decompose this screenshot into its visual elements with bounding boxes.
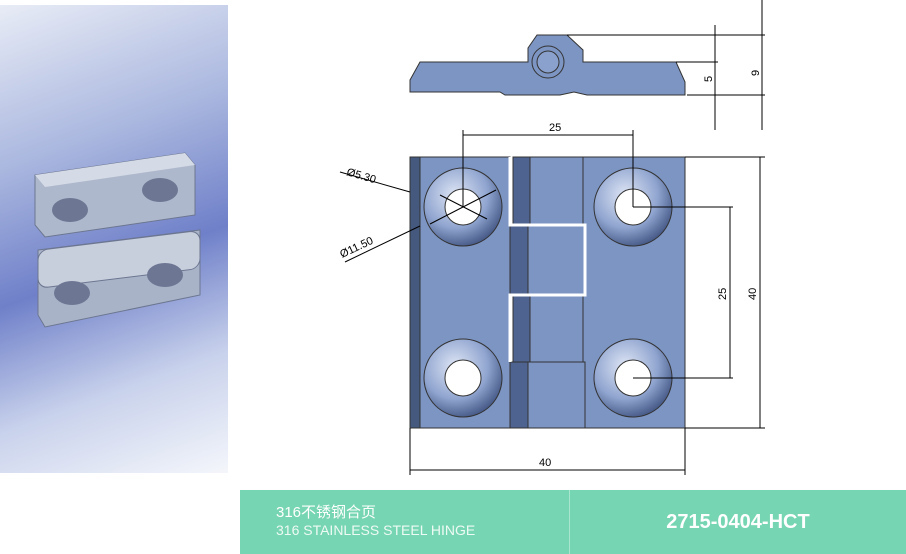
part-number: 2715-0404-HCT [666,510,810,533]
dim-hole-spacing-h: 25 [549,122,561,134]
product-title: 316不锈钢合页 316 STAINLESS STEEL HINGE [240,490,570,554]
technical-drawing: 5 9 [338,0,765,475]
hinge-3d-render [34,152,201,328]
dim-height: 40 [747,288,759,300]
dim-width: 40 [539,457,551,469]
front-view [409,156,686,429]
mounting-hole [423,338,503,418]
dim-hole-spacing-v: 25 [717,288,729,300]
dim-knuckle-height: 5 [703,76,715,82]
product-banner: 316不锈钢合页 316 STAINLESS STEEL HINGE 2715-… [240,490,906,554]
side-view [409,34,686,96]
product-photo [0,5,228,473]
side-dimensions [567,0,765,130]
front-dimensions [339,130,765,475]
dim-hole-diameter: Ø5.30 [345,166,377,186]
title-cn: 316不锈钢合页 [276,504,377,521]
title-en: 316 STAINLESS STEEL HINGE [276,522,476,538]
dim-total-height: 9 [750,70,762,76]
